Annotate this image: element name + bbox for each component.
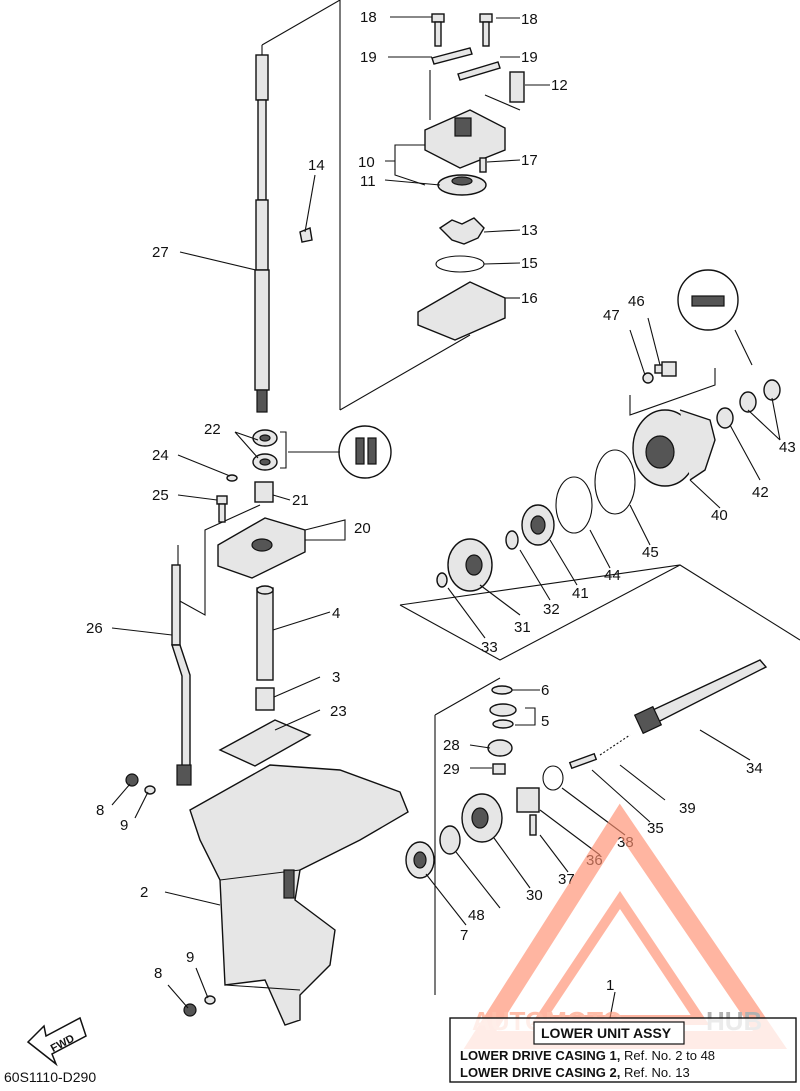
part-label-6: 6 [541, 682, 549, 699]
part-label-15: 15 [521, 255, 538, 272]
part-label-32: 32 [543, 601, 560, 618]
part-label-22: 22 [204, 421, 221, 438]
leader-lines [111, 16, 781, 1019]
gear-case-group [405, 269, 781, 879]
part-label-33: 33 [481, 639, 498, 656]
part-label-18-2: 18 [521, 11, 538, 28]
part-label-45: 45 [642, 544, 659, 561]
part-label-1: 1 [606, 977, 614, 994]
part-label-47: 47 [603, 307, 620, 324]
part-label-27: 27 [152, 244, 169, 261]
part-label-13: 13 [521, 222, 538, 239]
part-label-9-2: 9 [186, 949, 194, 966]
part-label-35: 35 [647, 820, 664, 837]
part-label-3: 3 [332, 669, 340, 686]
legend-title: LOWER UNIT ASSY [541, 1025, 672, 1041]
part-label-18: 18 [360, 9, 377, 26]
part-label-44: 44 [604, 567, 621, 584]
guide-lines [177, 0, 800, 995]
part-label-8-2: 8 [154, 965, 162, 982]
part-label-29: 29 [443, 761, 460, 778]
part-label-19-2: 19 [521, 49, 538, 66]
part-label-26: 26 [86, 620, 103, 637]
lower-casing [125, 764, 409, 1026]
legend-title-frame [533, 1021, 685, 1045]
part-label-20: 20 [354, 520, 371, 537]
part-label-28: 28 [443, 737, 460, 754]
legend-row-2-ref: Ref. No. 13 [624, 1065, 690, 1080]
part-label-21: 21 [292, 492, 309, 509]
part-label-24: 24 [152, 447, 169, 464]
fwd-arrow: FWD [26, 1016, 87, 1067]
part-label-30: 30 [526, 887, 543, 904]
part-label-43: 43 [779, 439, 796, 456]
part-label-8: 8 [96, 802, 104, 819]
part-label-14: 14 [308, 157, 325, 174]
part-label-46: 46 [628, 293, 645, 310]
part-label-7: 7 [460, 927, 468, 944]
part-label-9: 9 [120, 817, 128, 834]
fwd-arrow-icon [26, 1016, 87, 1067]
key-part [299, 227, 313, 243]
part-label-10: 10 [358, 154, 375, 171]
legend-row-1: LOWER DRIVE CASING 1, Ref. No. 2 to 48 [460, 1048, 715, 1063]
part-label-42: 42 [752, 484, 769, 501]
legend-row-2: LOWER DRIVE CASING 2, Ref. No. 13 [460, 1065, 690, 1080]
part-label-5: 5 [541, 713, 549, 730]
part-label-11: 11 [360, 173, 376, 190]
part-label-12: 12 [551, 77, 568, 94]
part-label-4: 4 [332, 605, 340, 622]
part-label-23: 23 [330, 703, 347, 720]
watermark-logo: AUTOMOTO HUB [463, 803, 788, 1049]
diagram-code: 60S1110-D290 [4, 1069, 96, 1085]
part-label-41: 41 [572, 585, 589, 602]
part-label-17: 17 [521, 152, 538, 169]
water-pump-group [417, 13, 525, 341]
part-label-25: 25 [152, 487, 169, 504]
oil-seal-housing-group [216, 425, 392, 767]
part-label-16: 16 [521, 290, 538, 307]
part-label-31: 31 [514, 619, 531, 636]
legend-box: LOWER UNIT ASSY LOWER DRIVE CASING 1, Re… [449, 1017, 797, 1083]
drive-shaft [254, 54, 270, 413]
shift-rod [171, 564, 192, 786]
part-label-2: 2 [140, 884, 148, 901]
part-label-39: 39 [679, 800, 696, 817]
part-label-19: 19 [360, 49, 377, 66]
legend-row-1-name: LOWER DRIVE CASING 1 [460, 1048, 617, 1063]
part-label-34: 34 [746, 760, 763, 777]
part-label-48: 48 [468, 907, 485, 924]
legend-row-1-ref: Ref. No. 2 to 48 [624, 1048, 715, 1063]
part-label-40: 40 [711, 507, 728, 524]
legend-row-2-name: LOWER DRIVE CASING 2 [460, 1065, 617, 1080]
